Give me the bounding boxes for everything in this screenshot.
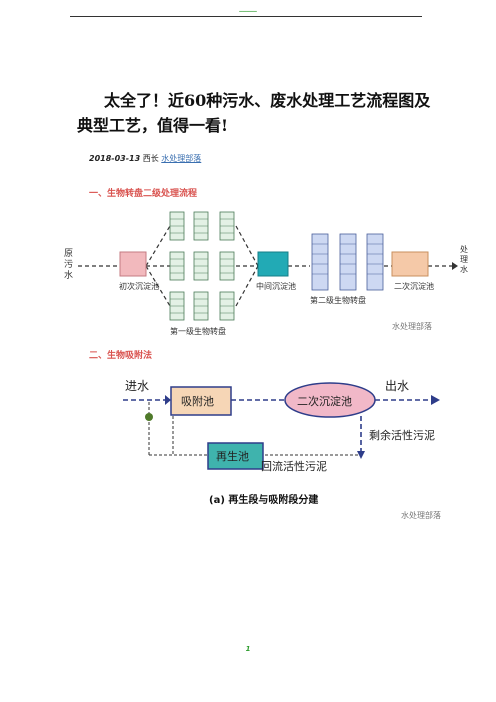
watermark-2: 水处理部落	[401, 510, 441, 520]
primary-clarifier-label: 初次沉淀池	[119, 281, 159, 291]
biosorption-diagram: 进水 吸附池 二次沉淀池 出水 剩余活性污泥 再生池 回流活性污泥 (a) 再生…	[123, 379, 441, 520]
stage1-label: 第一级生物转盘	[170, 326, 226, 336]
inlet-char-3: 水	[64, 269, 73, 281]
inlet-char-1: 原	[64, 248, 73, 259]
secondary-clarifier-label: 二次沉淀池	[394, 281, 434, 291]
outlet-char-2: 理	[460, 255, 468, 264]
outlet-arrow-icon	[452, 262, 458, 270]
inlet-label: 原 污 水	[64, 248, 76, 281]
inflow-label: 进水	[125, 379, 149, 393]
flow-line-merge-top	[235, 225, 259, 267]
outlet-label: 处 理 水	[460, 244, 471, 274]
adsorption-tank-label: 吸附池	[181, 394, 214, 408]
out-arrow-icon	[431, 395, 440, 405]
flow-line-merge-bottom	[235, 265, 259, 307]
contactor-stage2-2	[339, 233, 357, 291]
section-heading-1: 一、生物转盘二级处理流程	[89, 189, 198, 199]
rbc-flow-diagram: 原 污 水	[64, 211, 471, 336]
middle-clarifier-label: 中间沉淀池	[256, 281, 296, 291]
header-mark: _____	[239, 4, 257, 12]
stage2-contactors	[311, 233, 384, 291]
section-heading-2: 二、生物吸附法	[89, 351, 153, 361]
figure-caption: (a) 再生段与吸附段分建	[209, 493, 319, 506]
article-meta: 2018-03-13 西长 水处理部落	[89, 153, 201, 164]
outlet-char-1: 处	[460, 244, 468, 254]
stage2-label: 第二级生物转盘	[310, 295, 366, 305]
in-arrow-icon	[165, 395, 171, 405]
outlet-char-3: 水	[460, 264, 468, 274]
junction-node	[145, 413, 153, 421]
secondary-settling-label: 二次沉淀池	[297, 394, 352, 408]
source-link[interactable]: 水处理部落	[161, 154, 202, 163]
return-sludge-label: 回流活性污泥	[261, 459, 327, 473]
header-rule	[70, 16, 422, 17]
primary-clarifier-box	[119, 251, 147, 277]
secondary-clarifier-box	[391, 251, 429, 277]
contactor-stage2-3	[366, 233, 384, 291]
middle-clarifier-box	[257, 251, 289, 277]
secondary-settling-ellipse	[284, 382, 376, 418]
page-title: 太全了！近60种污水、废水处理工艺流程图及 典型工艺，值得一看!	[77, 88, 434, 138]
outflow-label: 出水	[385, 379, 409, 393]
inlet-char-2: 污	[64, 258, 73, 270]
publish-date: 2018-03-13	[89, 154, 141, 163]
adsorption-tank-box	[170, 386, 232, 416]
page-number: 1	[245, 645, 251, 653]
title-line-2: 典型工艺，值得一看!	[77, 116, 229, 135]
regeneration-tank-label: 再生池	[216, 449, 249, 463]
flow-line-branch-bottom	[145, 265, 171, 307]
watermark-1: 水处理部落	[392, 321, 432, 331]
regeneration-tank-box	[207, 442, 264, 470]
excess-arrow-icon	[357, 451, 365, 459]
title-line-1: 太全了！近60种污水、废水处理工艺流程图及	[104, 91, 431, 110]
author-name: 西长	[142, 154, 159, 163]
flow-line-branch-top	[145, 225, 171, 267]
contactor-stage2-1	[311, 233, 329, 291]
excess-sludge-label: 剩余活性污泥	[369, 428, 435, 442]
